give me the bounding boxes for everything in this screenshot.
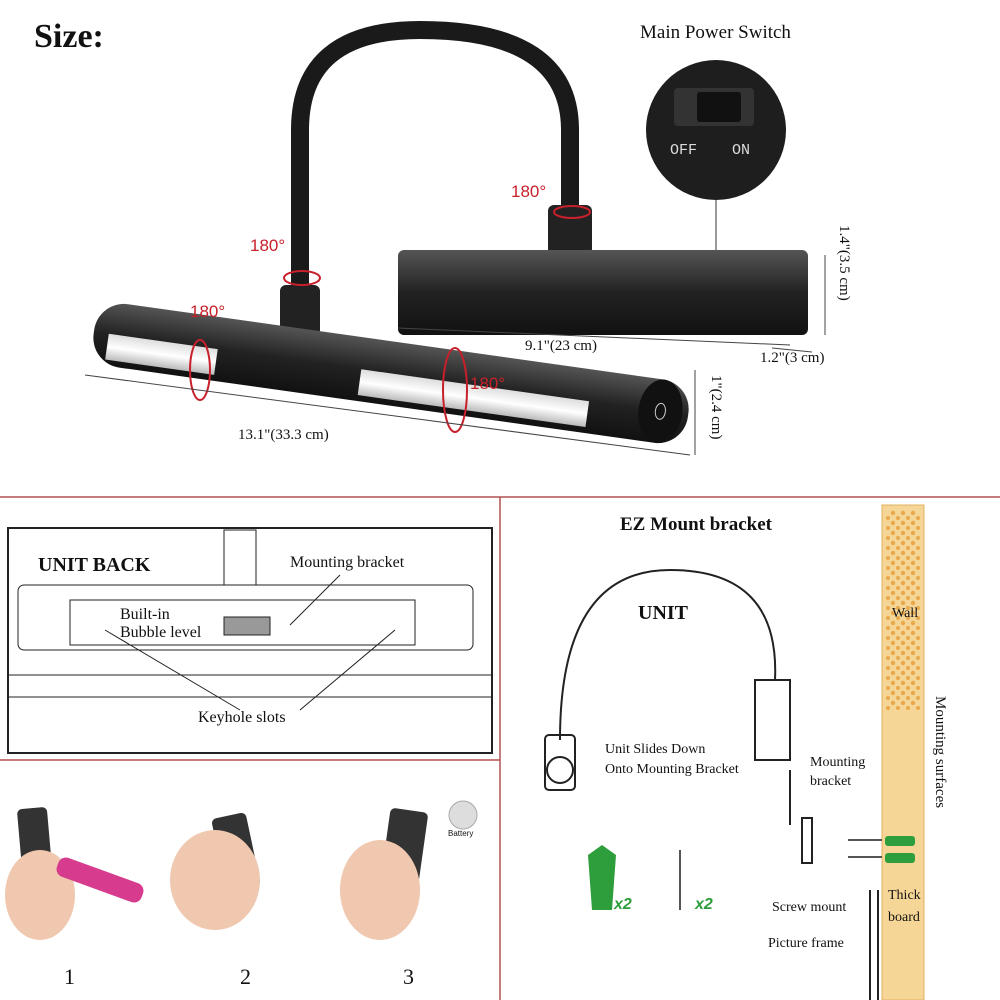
power-switch-label: Main Power Switch bbox=[640, 22, 791, 43]
dim-bar-diameter: 1"(2.4 cm) bbox=[708, 375, 724, 440]
keyhole-slots-label: Keyhole slots bbox=[198, 709, 286, 726]
thick-line1: Thick bbox=[888, 888, 921, 903]
gooseneck-arm bbox=[291, 20, 579, 290]
dim-bracket-length: 9.1"(23 cm) bbox=[525, 338, 597, 354]
unit-back-title: UNIT BACK bbox=[38, 554, 151, 576]
switch-on-label: ON bbox=[732, 142, 751, 159]
mounting-bracket-label: Mounting bracket bbox=[290, 554, 405, 571]
screw-qty: x2 bbox=[695, 896, 713, 913]
size-title: Size: bbox=[34, 18, 104, 55]
unit-label: UNIT bbox=[638, 602, 689, 624]
step-number: 3 bbox=[403, 964, 414, 989]
step-number: 1 bbox=[64, 964, 75, 989]
dimension-lines bbox=[84, 255, 826, 456]
bubble-level-line2: Bubble level bbox=[120, 624, 202, 641]
dim-height: 1.4"(3.5 cm) bbox=[836, 225, 852, 301]
slide-line2: Onto Mounting Bracket bbox=[605, 762, 739, 777]
bubble-level-line1: Built-in bbox=[120, 606, 170, 623]
thick-line2: board bbox=[888, 910, 920, 925]
rotation-label: 180° bbox=[511, 182, 547, 201]
rotation-arrows bbox=[189, 205, 591, 433]
wall-label: Wall bbox=[892, 606, 919, 621]
mounting-bracket-box bbox=[398, 250, 808, 335]
power-switch-inset bbox=[646, 60, 786, 200]
dim-bar-length: 13.1"(33.3 cm) bbox=[238, 427, 329, 443]
switch-off-label: OFF bbox=[670, 142, 698, 159]
battery-label: Battery bbox=[448, 829, 474, 838]
battery-step-photos bbox=[5, 800, 478, 940]
slide-line1: Unit Slides Down bbox=[605, 742, 706, 757]
mounting-line2: bracket bbox=[810, 774, 852, 789]
rotation-label: 180° bbox=[470, 374, 506, 393]
screw-mount-label: Screw mount bbox=[772, 900, 847, 915]
step-number: 2 bbox=[240, 964, 251, 989]
rotation-label: 180° bbox=[250, 236, 286, 255]
ez-mount-title: EZ Mount bracket bbox=[620, 514, 772, 535]
ez-mount-drawing bbox=[544, 568, 879, 1000]
mounting-surfaces-label: Mounting surfaces bbox=[932, 696, 948, 809]
wall-anchors bbox=[588, 836, 915, 910]
picture-frame-label: Picture frame bbox=[768, 936, 844, 951]
dim-bracket-depth: 1.2"(3 cm) bbox=[760, 350, 825, 366]
anchor-qty: x2 bbox=[614, 896, 632, 913]
screws bbox=[679, 839, 882, 910]
mounting-line1: Mounting bbox=[810, 755, 866, 770]
unit-back-drawing bbox=[7, 527, 493, 754]
rotation-label: 180° bbox=[190, 302, 226, 321]
